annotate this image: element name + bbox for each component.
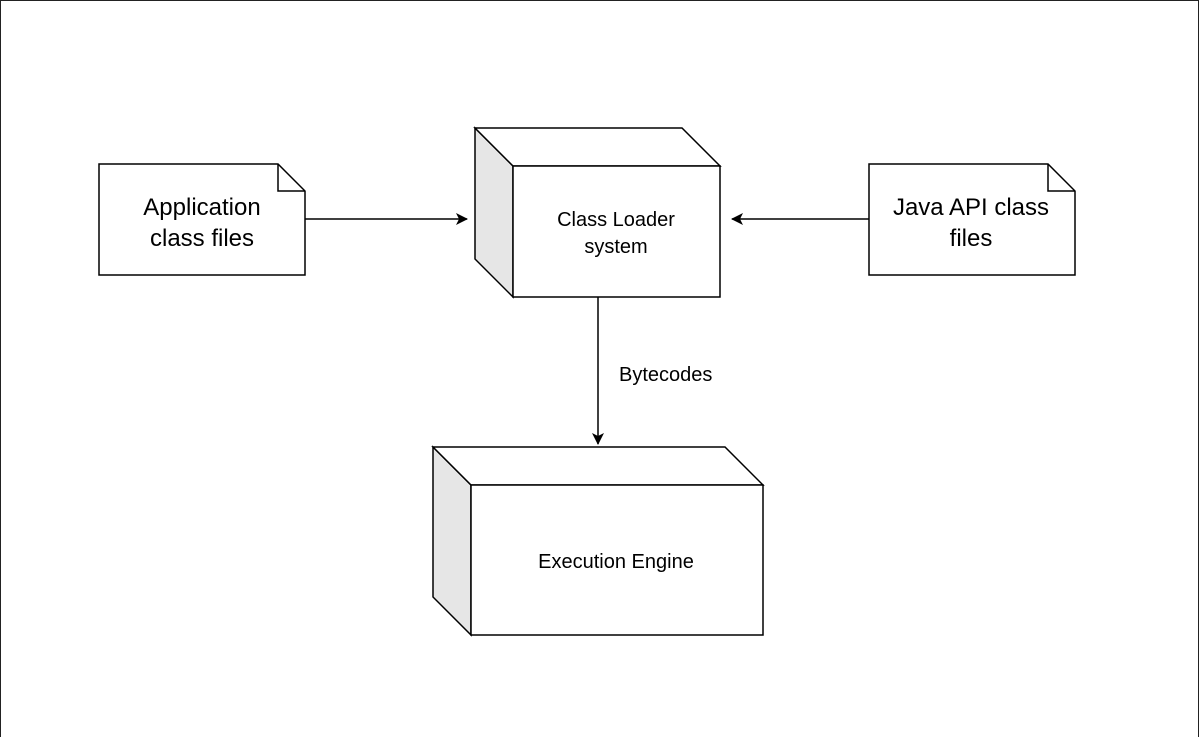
application-class-files-label-line1: Application <box>143 194 260 221</box>
execution-engine-node: Execution Engine <box>431 445 765 637</box>
java-api-class-files-node: Java API class files <box>868 163 1076 276</box>
execution-engine-label: Execution Engine <box>538 551 694 573</box>
class-loader-label-line1: Class Loader <box>557 209 675 231</box>
class-loader-system-node: Class Loader system <box>473 126 722 299</box>
application-class-files-node: Application class files <box>98 163 306 276</box>
bytecodes-edge-label: Bytecodes <box>619 364 712 386</box>
class-loader-label-line2: system <box>584 236 647 258</box>
java-api-class-files-label-line2: files <box>950 225 993 252</box>
application-class-files-label-line2: class files <box>150 225 254 252</box>
java-api-class-files-label-line1: Java API class <box>893 194 1049 221</box>
